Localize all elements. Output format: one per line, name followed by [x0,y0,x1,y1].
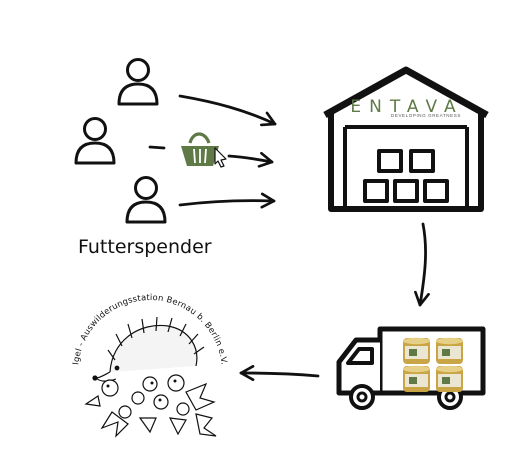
truck-to-recipient-arrow [239,365,320,382]
warehouse-icon [323,66,489,212]
donor-arrows [148,94,277,209]
food-can-icon [403,365,430,392]
food-can-icon [403,337,430,364]
hedgehog-seal-icon: Igel - Auswilderungsstation Bernau b. Be… [70,292,229,438]
food-can-icon [436,337,463,364]
donor-icon-3 [125,176,167,224]
cursor-icon [214,147,227,168]
donors-label: Futterspender [78,236,212,258]
warehouse-to-truck-arrow [414,222,430,307]
food-can-icon [436,365,463,392]
donor-icon-1 [117,58,159,106]
donor-icon-2 [74,117,116,165]
warehouse-brand-name: ENTAVA [350,97,464,117]
shopping-basket-icon [181,132,227,168]
warehouse-brand-tagline: DEVELOPING GREATNESS [391,113,461,118]
food-cans [403,337,463,392]
